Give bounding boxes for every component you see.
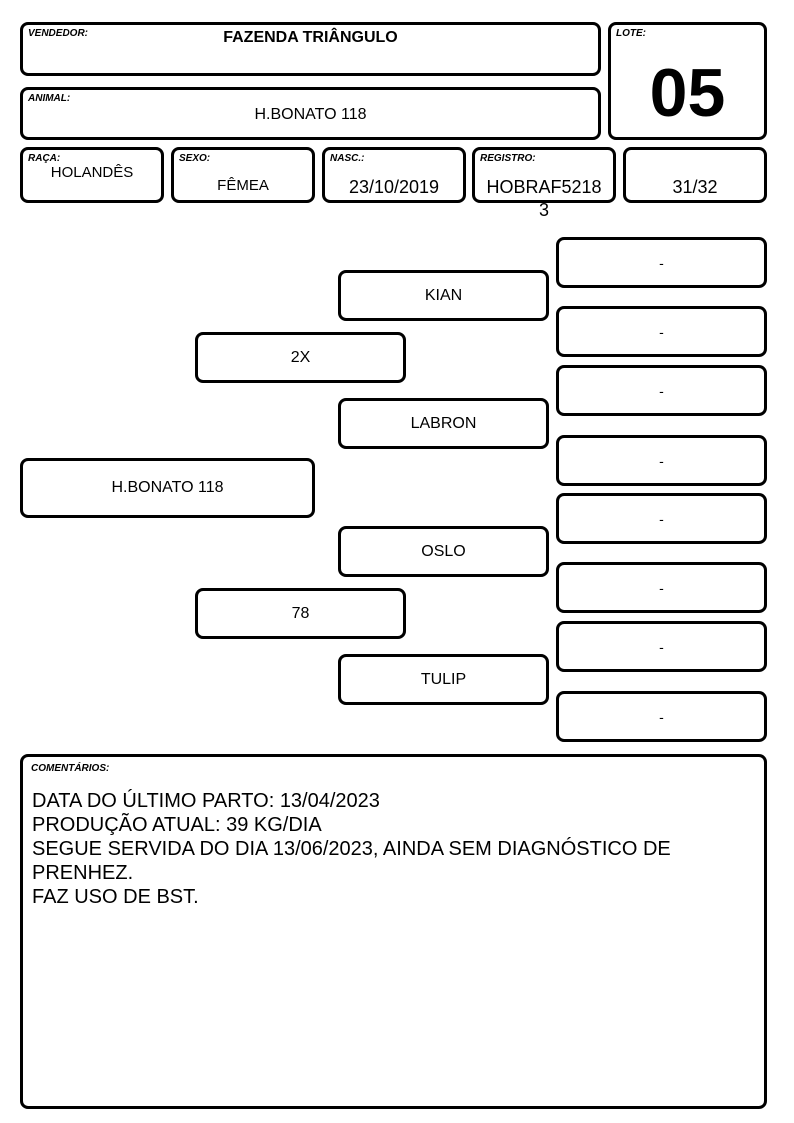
pedigree-great-grandparent: - [556, 562, 767, 613]
pedigree-sire-dam: LABRON [338, 398, 549, 449]
fraction-box: 31/32 [623, 147, 767, 203]
fraction-value: 31/32 [672, 177, 718, 197]
comment-line: SEGUE SERVIDA DO DIA 13/06/2023, AINDA S… [32, 838, 671, 860]
pedigree-animal: H.BONATO 118 [20, 458, 315, 518]
pedigree-dam-sire: OSLO [338, 526, 549, 577]
sex-box: SEXO: FÊMEA [171, 147, 315, 203]
pedigree-great-grandparent: - [556, 365, 767, 416]
registry-box: REGISTRO: HOBRAF5218 3 [472, 147, 616, 220]
animal-box: ANIMAL: H.BONATO 118 [20, 87, 601, 140]
sex-label: SEXO: [179, 153, 211, 164]
comment-line: DATA DO ÚLTIMO PARTO: 13/04/2023 [32, 790, 380, 812]
birth-box: NASC.: 23/10/2019 [322, 147, 466, 203]
pedigree-dam: 78 [195, 588, 406, 639]
comments-label: COMENTÁRIOS: [31, 763, 110, 774]
pedigree-great-grandparent: - [556, 493, 767, 544]
birth-label: NASC.: [330, 153, 365, 164]
pedigree-great-grandparent: - [556, 691, 767, 742]
registry-value-overflow: 3 [538, 200, 549, 220]
comment-line: PRODUÇÃO ATUAL: 39 KG/DIA [32, 814, 322, 836]
breed-box: RAÇA: HOLANDÊS [20, 147, 164, 203]
animal-value: H.BONATO 118 [254, 106, 367, 123]
seller-value: FAZENDA TRIÂNGULO [223, 29, 398, 46]
comment-line: FAZ USO DE BST. [32, 886, 199, 908]
comment-line: PRENHEZ. [32, 862, 134, 884]
pedigree-sire: 2X [195, 332, 406, 383]
comments-text: DATA DO ÚLTIMO PARTO: 13/04/2023 PRODUÇÃ… [32, 789, 734, 909]
animal-label: ANIMAL: [28, 93, 71, 104]
registry-label: REGISTRO: [480, 153, 536, 164]
pedigree-great-grandparent: - [556, 435, 767, 486]
pedigree-great-grandparent: - [556, 306, 767, 357]
breed-label: RAÇA: [28, 153, 61, 164]
sex-value: FÊMEA [217, 177, 269, 194]
lot-number: 05 [649, 55, 726, 131]
lot-label: LOTE: [616, 28, 646, 39]
pedigree-dam-dam: TULIP [338, 654, 549, 705]
lot-box: LOTE: 05 [608, 22, 767, 140]
pedigree-great-grandparent: - [556, 237, 767, 288]
seller-label: VENDEDOR: [28, 28, 89, 39]
pedigree-great-grandparent: - [556, 621, 767, 672]
seller-box: VENDEDOR: FAZENDA TRIÂNGULO [20, 22, 601, 76]
comments-box: COMENTÁRIOS: DATA DO ÚLTIMO PARTO: 13/04… [20, 754, 767, 1109]
pedigree-sire-sire: KIAN [338, 270, 549, 321]
registry-value: HOBRAF5218 [486, 177, 602, 197]
birth-value: 23/10/2019 [348, 177, 440, 197]
breed-value: HOLANDÊS [50, 164, 134, 181]
